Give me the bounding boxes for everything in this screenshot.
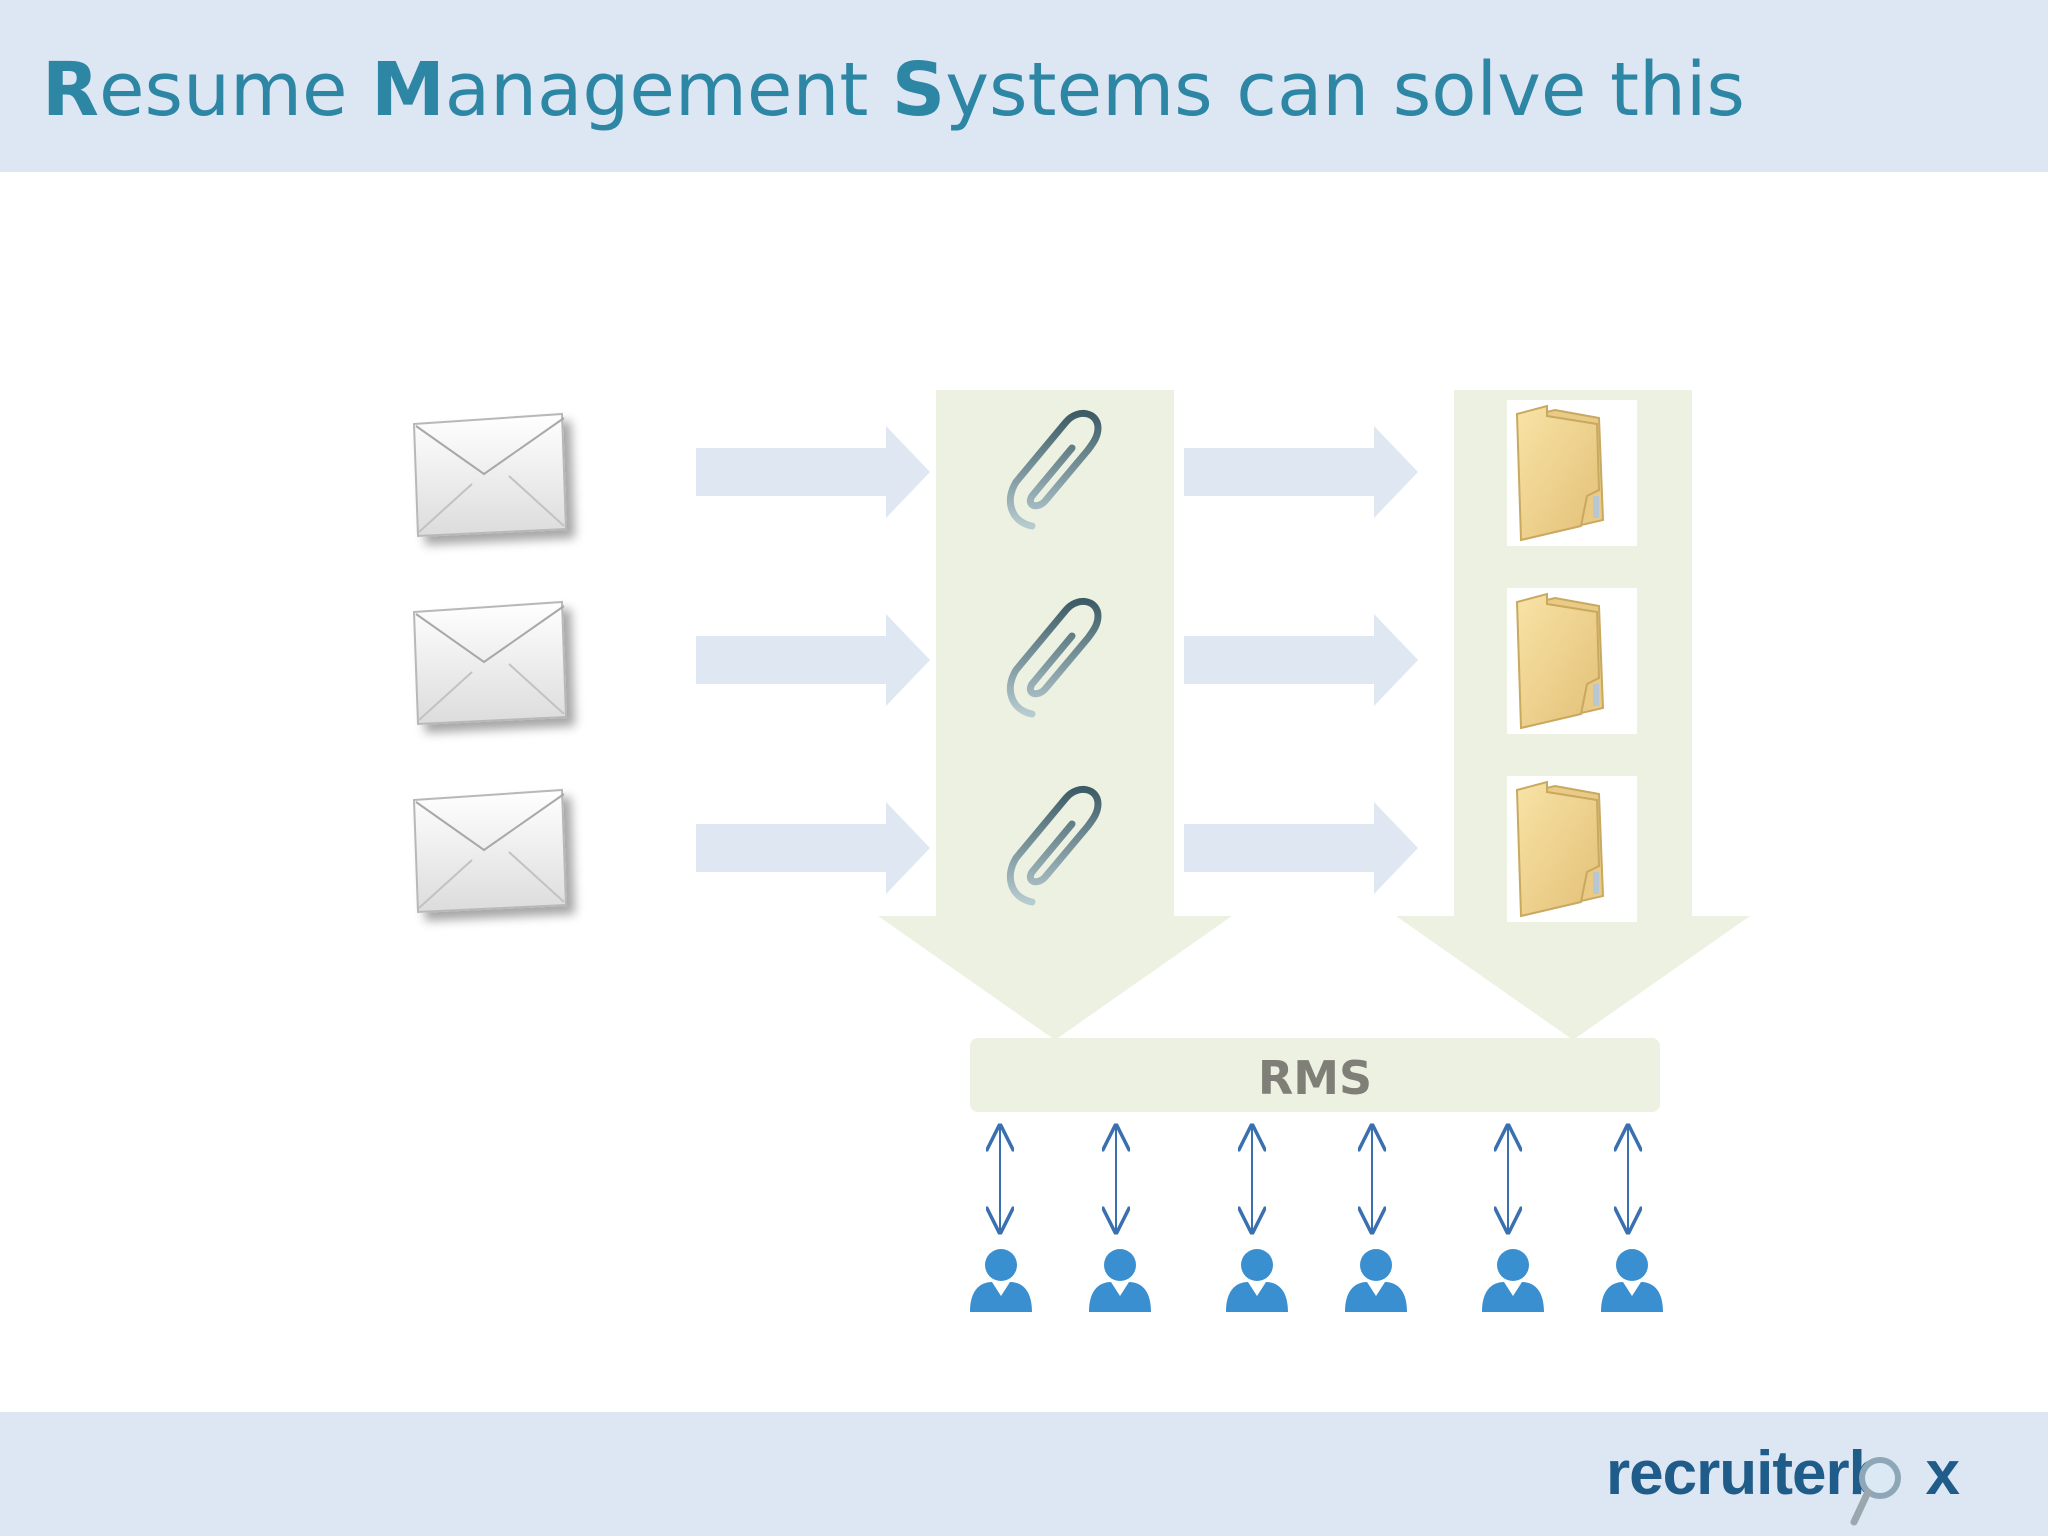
flow-arrows bbox=[696, 426, 1418, 894]
slide-title: Resume Management Systems can solve this bbox=[42, 40, 1745, 140]
arrow-right bbox=[1184, 426, 1418, 518]
header-bar: Resume Management Systems can solve this bbox=[0, 0, 2048, 172]
user-links bbox=[1000, 1126, 1628, 1232]
person-icon bbox=[1226, 1249, 1288, 1312]
person-icon bbox=[970, 1249, 1032, 1312]
envelope-icon bbox=[414, 602, 566, 724]
person-icon bbox=[1601, 1249, 1663, 1312]
envelope-icon bbox=[414, 414, 566, 536]
arrow-right bbox=[1184, 802, 1418, 894]
arrow-right bbox=[696, 614, 930, 706]
folder-icon bbox=[1506, 587, 1638, 735]
magnifier-icon bbox=[1850, 1457, 1901, 1526]
arrow-right bbox=[696, 802, 930, 894]
rms-bar bbox=[970, 1038, 1660, 1112]
title-part: ystems can solve this bbox=[945, 47, 1745, 133]
person-icon bbox=[1345, 1249, 1407, 1312]
title-part: anagement bbox=[444, 47, 892, 133]
title-letter-m: M bbox=[371, 47, 445, 133]
title-letter-r: R bbox=[42, 47, 99, 133]
logo-text-start: recruiterb bbox=[1606, 1439, 1886, 1508]
folder-icon bbox=[1506, 399, 1638, 547]
person-icon bbox=[1089, 1249, 1151, 1312]
attachments-band bbox=[878, 390, 1232, 1040]
arrow-right bbox=[696, 426, 930, 518]
arrow-right bbox=[1184, 614, 1418, 706]
title-letter-s: S bbox=[891, 47, 946, 133]
logo-text-end: x bbox=[1925, 1439, 1959, 1508]
person-icon bbox=[1482, 1249, 1544, 1312]
folder-icon bbox=[1506, 775, 1638, 923]
title-part: esume bbox=[98, 47, 372, 133]
rms-diagram bbox=[0, 390, 1750, 1312]
recruiterbox-logo: recruiterb x bbox=[1606, 1438, 1960, 1510]
rms-label: RMS bbox=[1257, 1051, 1373, 1105]
footer-bar bbox=[0, 1412, 2048, 1536]
envelope-icon bbox=[414, 790, 566, 912]
